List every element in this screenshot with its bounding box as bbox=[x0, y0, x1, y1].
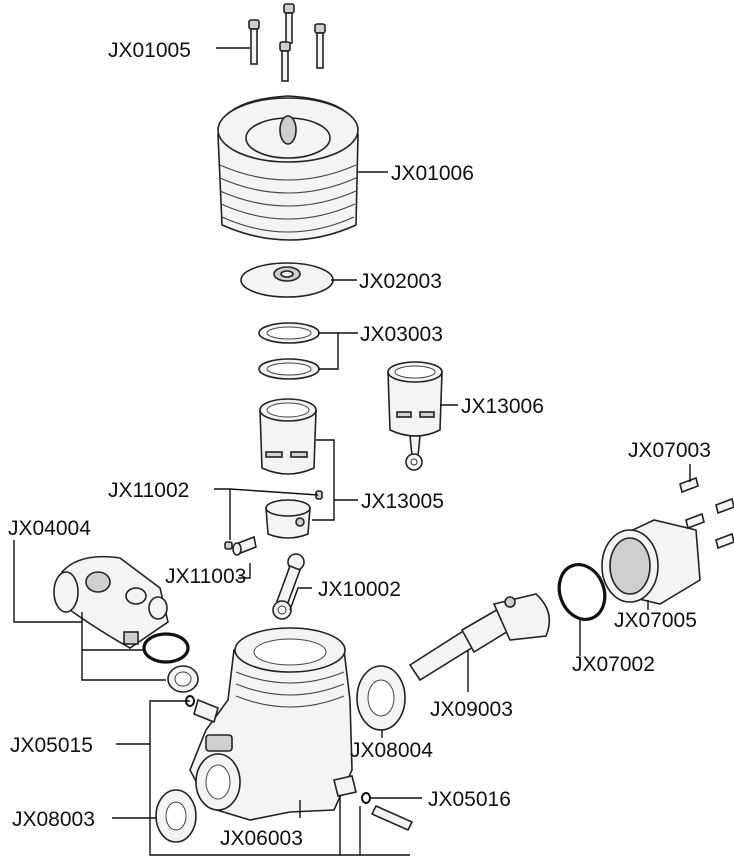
label-jx09003: JX09003 bbox=[430, 698, 513, 721]
label-jx02003: JX02003 bbox=[359, 270, 442, 293]
label-jx07005: JX07005 bbox=[614, 609, 697, 632]
fittings bbox=[185, 695, 414, 832]
cylinder-sleeve bbox=[259, 398, 317, 475]
carburetor bbox=[53, 555, 169, 649]
label-jx05015: JX05015 bbox=[10, 734, 93, 757]
label-jx04004: JX04004 bbox=[8, 517, 91, 540]
head-gaskets bbox=[258, 322, 320, 380]
piston-pin-parts bbox=[224, 490, 323, 556]
label-jx07003: JX07003 bbox=[628, 439, 711, 462]
cylinder-head bbox=[217, 95, 359, 241]
carburetor-seals bbox=[142, 632, 199, 693]
label-jx06003: JX06003 bbox=[220, 827, 303, 850]
label-jx08003: JX08003 bbox=[12, 808, 95, 831]
label-jx01005: JX01005 bbox=[108, 39, 191, 62]
back-plate bbox=[601, 519, 701, 605]
label-jx05016: JX05016 bbox=[428, 788, 511, 811]
backplate-oring bbox=[557, 563, 607, 621]
label-jx10002: JX10002 bbox=[318, 578, 401, 601]
label-jx03003: JX03003 bbox=[360, 323, 443, 346]
label-jx11003: JX11003 bbox=[165, 565, 246, 588]
crankcase bbox=[189, 627, 353, 821]
part-labels: JX01005 JX01006 JX02003 JX03003 JX13006 … bbox=[8, 39, 711, 850]
front-bearing bbox=[155, 789, 197, 843]
leader-lines bbox=[13, 47, 691, 856]
connecting-rod bbox=[272, 553, 305, 620]
rear-bearing bbox=[356, 665, 406, 731]
label-jx01006: JX01006 bbox=[391, 162, 474, 185]
backplate-screws bbox=[679, 476, 734, 550]
piston bbox=[265, 499, 311, 539]
label-jx08004: JX08004 bbox=[350, 739, 433, 762]
crankshaft bbox=[408, 593, 551, 682]
label-jx11002: JX11002 bbox=[108, 479, 189, 502]
label-jx13006: JX13006 bbox=[461, 395, 544, 418]
label-jx13005: JX13005 bbox=[361, 490, 444, 513]
label-jx07002: JX07002 bbox=[572, 653, 655, 676]
head-bolts bbox=[248, 3, 326, 82]
head-button-plate bbox=[240, 262, 334, 298]
piston-liner-assembly bbox=[387, 361, 443, 471]
